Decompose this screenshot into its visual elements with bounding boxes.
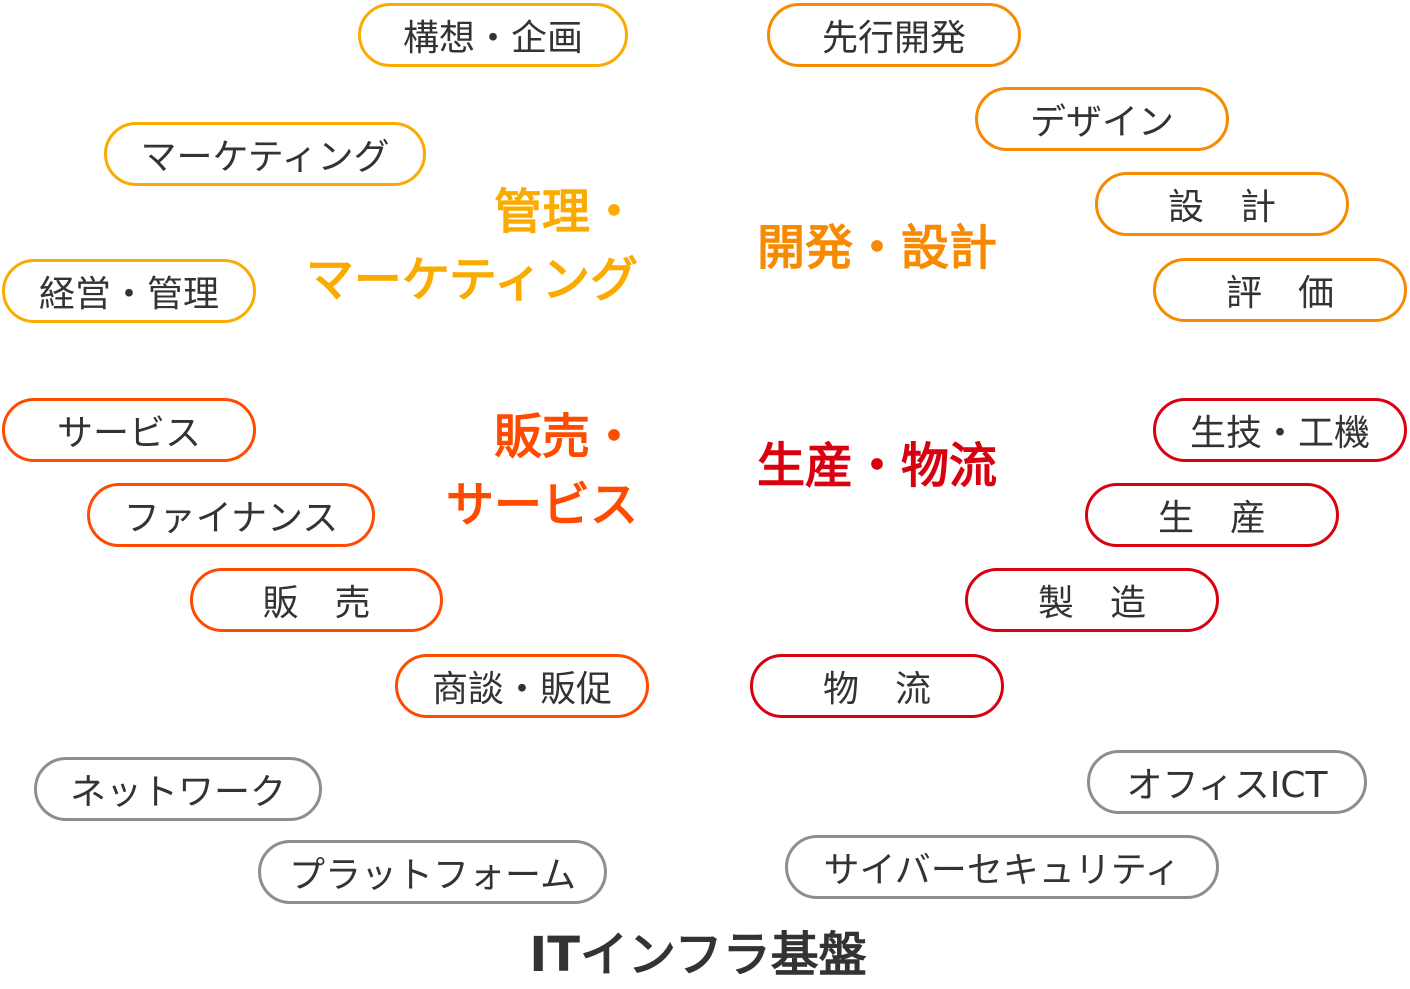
category-production-logistics: 生産・物流	[757, 438, 998, 494]
pill-manufacturing[interactable]: 製 造	[965, 568, 1219, 632]
pill-engineering[interactable]: 設 計	[1095, 172, 1349, 236]
pill-negotiation[interactable]: 商談・販促	[395, 654, 649, 718]
pill-logistics[interactable]: 物 流	[750, 654, 1004, 718]
pill-advanced-dev[interactable]: 先行開発	[767, 3, 1021, 67]
pill-finance[interactable]: ファイナンス	[87, 483, 375, 547]
pill-platform[interactable]: プラットフォーム	[258, 840, 607, 904]
category-development-design: 開発・設計	[757, 220, 998, 276]
pill-production[interactable]: 生 産	[1085, 483, 1339, 547]
pill-office-ict[interactable]: オフィスICT	[1087, 750, 1367, 814]
category-it-infra: ITインフラ基盤	[529, 927, 867, 983]
pill-sales[interactable]: 販 売	[190, 568, 443, 632]
pill-marketing[interactable]: マーケティング	[104, 122, 426, 186]
pill-network[interactable]: ネットワーク	[34, 757, 322, 821]
pill-evaluation[interactable]: 評 価	[1153, 258, 1407, 322]
category-sales-line1: 販売・	[493, 409, 638, 465]
category-management-line1: 管理・	[493, 184, 638, 240]
pill-concept-planning[interactable]: 構想・企画	[358, 3, 628, 67]
category-management-line2: マーケティング	[305, 252, 638, 308]
pill-service[interactable]: サービス	[2, 398, 256, 462]
pill-cyber-security[interactable]: サイバーセキュリティ	[785, 835, 1219, 899]
pill-management[interactable]: 経営・管理	[2, 259, 256, 323]
pill-design[interactable]: デザイン	[975, 87, 1229, 151]
category-sales-line2: サービス	[445, 477, 638, 533]
pill-prod-engineering[interactable]: 生技・工機	[1153, 398, 1407, 462]
